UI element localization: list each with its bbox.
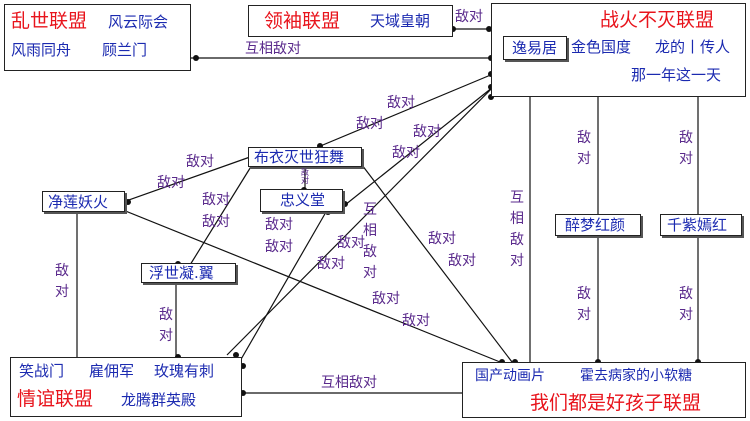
guild-name: 醉梦红颜 — [565, 216, 626, 234]
member-tianyuhuangchao: 天域皇朝 — [370, 12, 431, 30]
alliance-name: 领袖联盟 — [264, 10, 341, 32]
alliance-name: 情谊联盟 — [17, 388, 94, 410]
label-mutual-zhanhuo-haohaizi: 互相敌对 — [510, 190, 524, 269]
member-nayinianzheyitian: 那一年这一天 — [631, 66, 722, 84]
label-mutual-luanshi-zhanhuo: 互相敌对 — [245, 41, 301, 57]
label-hostile-buyi-haohaizi-1: 敌对 — [428, 231, 456, 247]
alliance-luanshi: 乱世联盟 风云际会 风雨同舟 顾兰门 — [4, 4, 191, 71]
label-hostile-zhongyi-qingyi-2: 敌对 — [265, 239, 293, 255]
label-hostile-jinglian-qingyi: 敌对 — [55, 263, 69, 300]
guild-name: 布衣灭世狂舞 — [254, 148, 345, 166]
member-longdechuanren: 龙的丨传人 — [655, 38, 731, 56]
member-fengyutongzhou: 风雨同舟 — [11, 41, 72, 59]
alliance-haohaizi: 国产动画片 霍去病家的小软糖 我们都是好孩子联盟 — [462, 362, 746, 418]
label-hostile-zhanhuo-zhongyi-2: 敌对 — [392, 145, 420, 161]
label-hostile-buyi-zhongyi: 敌对 — [301, 168, 309, 185]
guild-name: 浮世凝.翼 — [149, 264, 214, 282]
member-fengyunjihui: 风云际会 — [108, 13, 169, 31]
label-hostile-jinglian-haohaizi-1: 敌对 — [372, 291, 400, 307]
member-jinseguodu: 金色国度 — [571, 38, 632, 56]
alliance-lingxiu: 领袖联盟 天域皇朝 — [248, 5, 453, 37]
label-hostile-zhanhuo-zuimeng: 敌对 — [577, 130, 591, 167]
guild-yiyiju: 逸易居 — [503, 36, 567, 60]
member-guochandonghuapian: 国产动画片 — [475, 368, 545, 384]
guild-buyimieshikuangwu: 布衣灭世狂舞 — [248, 147, 362, 167]
label-hostile-buyi-jinglian-2: 敌对 — [157, 175, 185, 191]
label-hostile-buyi-fushi-2: 敌对 — [202, 214, 230, 230]
label-hostile-zhanhuo-buyi-2: 敌对 — [356, 116, 384, 132]
line-buyi-fushi — [189, 164, 253, 266]
line-zhanhuo-buyi — [317, 73, 494, 148]
label-hostile-buyi-haohaizi-2: 敌对 — [448, 253, 476, 269]
alliance-name: 我们都是好孩子联盟 — [530, 392, 702, 414]
label-hostile-qianzi-haohaizi: 敌对 — [679, 286, 693, 323]
label-mutual-yiyiju-meigui-3: 互相敌对 — [363, 202, 377, 281]
alliance-name: 乱世联盟 — [11, 10, 88, 32]
member-guyongjun: 雇佣军 — [89, 362, 135, 380]
guild-name: 千紫嫣红 — [667, 216, 728, 234]
line-buyi-jinglian — [122, 156, 251, 203]
line-yiyiju-meigui — [226, 59, 521, 356]
line-zhongyi-qingyi — [235, 211, 327, 369]
label-hostile-zuimeng-haohaizi: 敌对 — [577, 286, 591, 323]
alliance-name: 战火不灭联盟 — [600, 9, 715, 31]
label-hostile-zhanhuo-buyi-1: 敌对 — [387, 95, 415, 111]
label-hostile-buyi-jinglian-1: 敌对 — [186, 154, 214, 170]
label-hostile-jinglian-haohaizi-2: 敌对 — [402, 313, 430, 329]
label-mutual-yiyiju-meigui-1: 敌对 — [337, 235, 365, 251]
label-mutual-yiyiju-meigui-2: 敌对 — [317, 256, 345, 272]
label-hostile-fushi-qingyi: 敌对 — [159, 307, 173, 344]
alliance-qingyi: 笑战门 雇佣军 玫瑰有刺 情谊联盟 龙腾群英殿 — [10, 357, 242, 417]
line-zhanhuo-zhongyi — [344, 86, 494, 206]
member-huoqubingjiadexiaoruantang: 霍去病家的小软糖 — [580, 368, 692, 384]
guild-name: 忠义堂 — [280, 191, 326, 209]
label-hostile-zhanhuo-zhongyi-1: 敌对 — [413, 124, 441, 140]
label-mutual-qingyi-haohaizi: 互相敌对 — [321, 375, 377, 391]
guild-jinglianyaohuo: 净莲妖火 — [42, 191, 125, 212]
guild-fushiningyi: 浮世凝.翼 — [141, 263, 236, 283]
line-buyi-haohaizi — [361, 164, 513, 363]
member-xiaozhanmen: 笑战门 — [19, 362, 65, 380]
member-meiguiyouci: 玫瑰有刺 — [154, 362, 215, 380]
guild-zhongyitang: 忠义堂 — [260, 189, 343, 212]
guild-name: 净莲妖火 — [48, 193, 109, 211]
guild-zuimenghongyan: 醉梦红颜 — [555, 214, 641, 236]
member-gulanmen: 顾兰门 — [102, 41, 148, 59]
label-hostile-lingxiu-zhanhuo: 敌对 — [455, 9, 483, 25]
guild-name: 逸易居 — [512, 39, 558, 57]
label-hostile-buyi-fushi-1: 敌对 — [202, 192, 230, 208]
label-hostile-zhongyi-qingyi-1: 敌对 — [265, 217, 293, 233]
guild-qianziyanhong: 千紫嫣红 — [660, 214, 742, 236]
member-longtengqunyingdian: 龙腾群英殿 — [121, 391, 197, 409]
line-jinglian-haohaizi — [122, 209, 501, 363]
label-hostile-zhanhuo-qianzi: 敌对 — [679, 130, 693, 167]
